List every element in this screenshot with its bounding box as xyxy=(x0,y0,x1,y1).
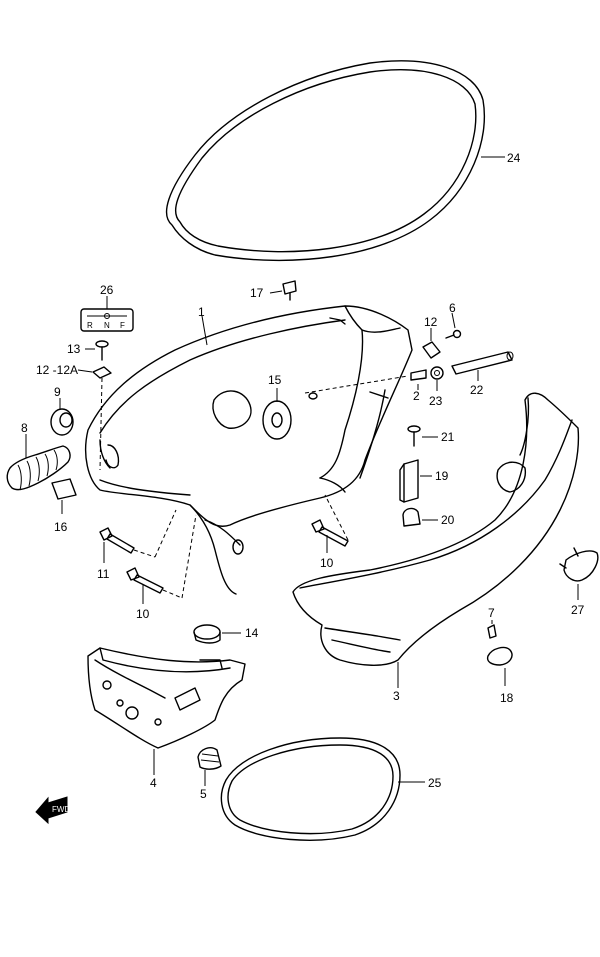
label-10b: 10 xyxy=(136,607,150,621)
label-18: 18 xyxy=(500,691,514,705)
label-19: 19 xyxy=(435,469,449,483)
seal-upper-part-24 xyxy=(165,60,505,262)
knob-part-18 xyxy=(486,646,513,686)
grommet-part-5 xyxy=(197,747,222,786)
bolt-part-11 xyxy=(99,527,135,563)
label-6: 6 xyxy=(449,301,456,315)
assembly-line xyxy=(324,494,349,541)
label-10a: 10 xyxy=(320,556,334,570)
latch-part-27 xyxy=(559,547,599,600)
bushing-part-9 xyxy=(50,398,74,436)
assembly-line xyxy=(154,509,177,558)
grommet-part-20 xyxy=(402,507,438,527)
nut-part-12-12a xyxy=(77,366,112,379)
label-11: 11 xyxy=(97,567,110,581)
clip-part-12 xyxy=(422,328,441,359)
decal-letter-n: N xyxy=(104,321,110,330)
label-15: 15 xyxy=(268,373,282,387)
label-21: 21 xyxy=(441,430,455,444)
label-14: 14 xyxy=(245,626,259,640)
bracket-part-4 xyxy=(87,647,246,775)
label-9: 9 xyxy=(54,385,61,399)
assembly-line xyxy=(162,589,183,599)
label-8: 8 xyxy=(21,421,28,435)
assembly-line xyxy=(181,514,197,599)
label-20: 20 xyxy=(441,513,455,527)
screw-part-7 xyxy=(487,620,497,639)
bolt-part-10a xyxy=(311,519,349,553)
label-26: 26 xyxy=(100,283,114,297)
assembly-line xyxy=(304,375,409,394)
bracket-part-19 xyxy=(399,459,432,503)
bolt-part-6 xyxy=(445,312,462,339)
nut-part-23 xyxy=(430,366,444,391)
side-cover-part-3 xyxy=(292,392,580,688)
label-27: 27 xyxy=(571,603,585,617)
label-22: 22 xyxy=(470,383,484,397)
assembly-line xyxy=(133,549,156,558)
label-12-12a: 12 -12A xyxy=(36,363,78,377)
pad-part-16 xyxy=(51,478,77,514)
label-23: 23 xyxy=(429,394,443,408)
boot-part-8 xyxy=(6,434,71,491)
screw-part-21 xyxy=(407,425,438,447)
label-3: 3 xyxy=(393,689,400,703)
stud-part-2 xyxy=(410,369,427,390)
washer-detail xyxy=(308,392,318,400)
label-25: 25 xyxy=(428,776,442,790)
seal-lower-part-25 xyxy=(220,737,425,841)
label-24: 24 xyxy=(507,151,521,165)
label-17: 17 xyxy=(250,286,264,300)
screw-part-17 xyxy=(269,280,297,301)
label-13: 13 xyxy=(67,342,81,356)
label-1: 1 xyxy=(198,305,205,319)
plug-part-14 xyxy=(193,624,241,644)
label-4: 4 xyxy=(150,776,157,790)
assembly-line xyxy=(99,377,103,471)
grommet-part-15 xyxy=(262,388,292,440)
label-7: 7 xyxy=(488,606,495,620)
label-2: 2 xyxy=(413,389,420,403)
lower-cover-part-1 xyxy=(85,305,413,595)
bolt-part-10b xyxy=(126,567,164,604)
fwd-text: FWD xyxy=(52,805,70,814)
screw-part-13 xyxy=(85,340,109,361)
rod-part-22 xyxy=(451,351,514,381)
forward-arrow-icon: FWD xyxy=(35,796,70,825)
label-5: 5 xyxy=(200,787,207,801)
decal-letter-f: F xyxy=(120,321,125,330)
decal-part-26 xyxy=(80,296,134,332)
label-16: 16 xyxy=(54,520,68,534)
decal-letter-r: R xyxy=(87,321,93,330)
label-12: 12 xyxy=(424,315,438,329)
